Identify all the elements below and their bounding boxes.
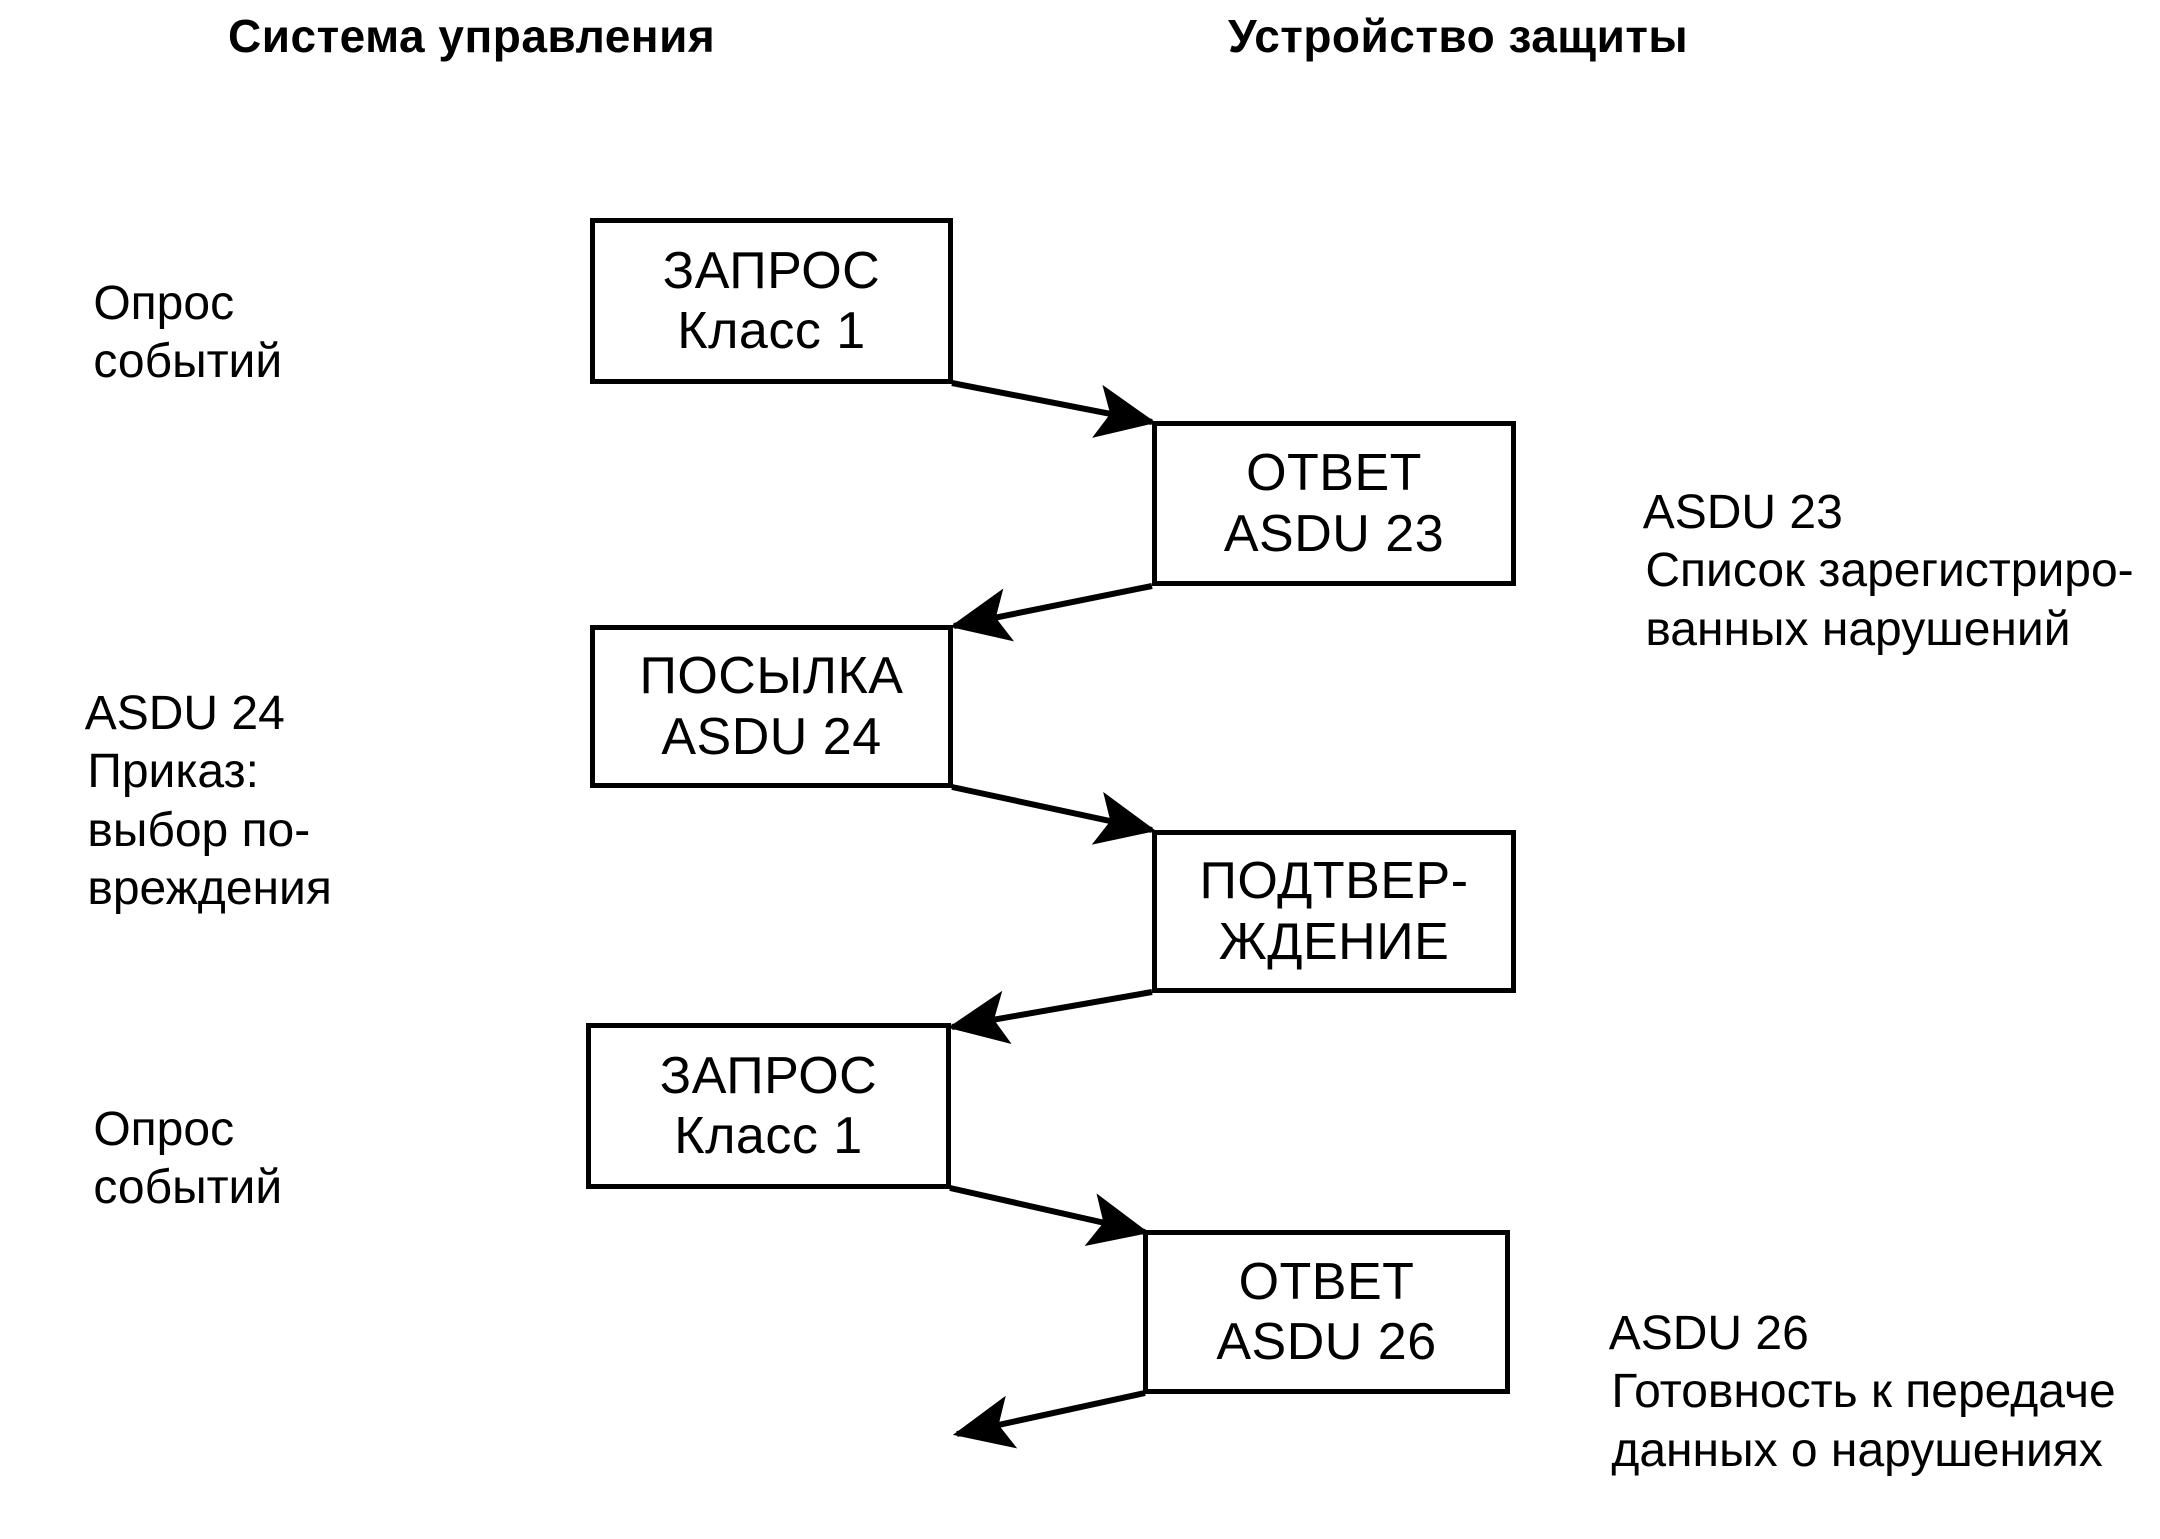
- note-asdu24-order: ASDU 24 Приказ: выбор по- вреждения: [34, 626, 332, 977]
- box-line: ASDU 26: [1216, 1313, 1437, 1371]
- note-line: Готовность к передаче: [1611, 1365, 2116, 1419]
- connector-layer: [947, 380, 1157, 1449]
- arrow-confirmation-to-request2: [947, 989, 1153, 1044]
- box-line: ОТВЕТ: [1246, 444, 1422, 503]
- box-send-asdu24[interactable]: ПОСЫЛКА ASDU 24: [590, 625, 953, 788]
- note-line: Опрос: [93, 276, 235, 330]
- note-poll-events-first: Опрос событий: [40, 216, 282, 450]
- box-request-class1-first[interactable]: ЗАПРОС Класс 1: [590, 218, 953, 384]
- box-line: ЖДЕНИЕ: [1218, 912, 1450, 971]
- note-line: Список зарегистриро-: [1645, 544, 2134, 598]
- note-line: Приказ:: [87, 745, 259, 799]
- note-asdu23: ASDU 23 Список зарегистриро- ванных нару…: [1592, 425, 2134, 718]
- arrow-response23-to-send24: [949, 583, 1153, 642]
- box-line: ЗАПРОС: [659, 1046, 878, 1105]
- box-line: ОТВЕТ: [1238, 1252, 1415, 1311]
- note-line: Опрос: [93, 1102, 235, 1156]
- note-poll-events-second: Опрос событий: [40, 1042, 282, 1276]
- arrow-request1-to-response23: [951, 380, 1157, 438]
- box-line: ПОДТВЕР-: [1199, 852, 1469, 911]
- arrow-send24-to-confirmation: [951, 784, 1157, 845]
- box-line: Класс 1: [677, 302, 866, 360]
- note-asdu26: ASDU 26 Готовность к передаче данных о н…: [1558, 1246, 2116, 1539]
- box-line: ASDU 24: [661, 707, 882, 766]
- note-line: событий: [93, 335, 283, 389]
- note-line: событий: [93, 1161, 283, 1215]
- box-line: ПОСЫЛКА: [639, 647, 904, 706]
- box-line: ЗАПРОС: [662, 241, 881, 300]
- note-line: ванных нарушений: [1645, 602, 2071, 656]
- arrow-request2-to-response26: [949, 1185, 1150, 1247]
- column-header-control-system: Система управления: [228, 10, 716, 62]
- box-response-asdu26[interactable]: ОТВЕТ ASDU 26: [1143, 1230, 1510, 1394]
- box-response-asdu23[interactable]: ОТВЕТ ASDU 23: [1152, 421, 1516, 586]
- note-line: вреждения: [87, 862, 332, 916]
- note-line: ASDU 24: [84, 686, 285, 740]
- box-line: Класс 1: [674, 1107, 863, 1165]
- box-line: ASDU 23: [1223, 504, 1445, 563]
- diagram-root: Система управления Устройство защиты Опр…: [34, 10, 2134, 1477]
- note-line: ASDU 23: [1642, 485, 1843, 539]
- arrow-response26-out: [952, 1390, 1146, 1449]
- box-confirmation[interactable]: ПОДТВЕР- ЖДЕНИЕ: [1152, 830, 1516, 993]
- note-line: выбор по-: [87, 803, 311, 857]
- note-line: ASDU 26: [1608, 1306, 1809, 1360]
- column-header-protection-device: Устройство защиты: [1228, 10, 1689, 62]
- note-line: данных о нарушениях: [1611, 1423, 2103, 1477]
- box-request-class1-second[interactable]: ЗАПРОС Класс 1: [586, 1023, 951, 1189]
